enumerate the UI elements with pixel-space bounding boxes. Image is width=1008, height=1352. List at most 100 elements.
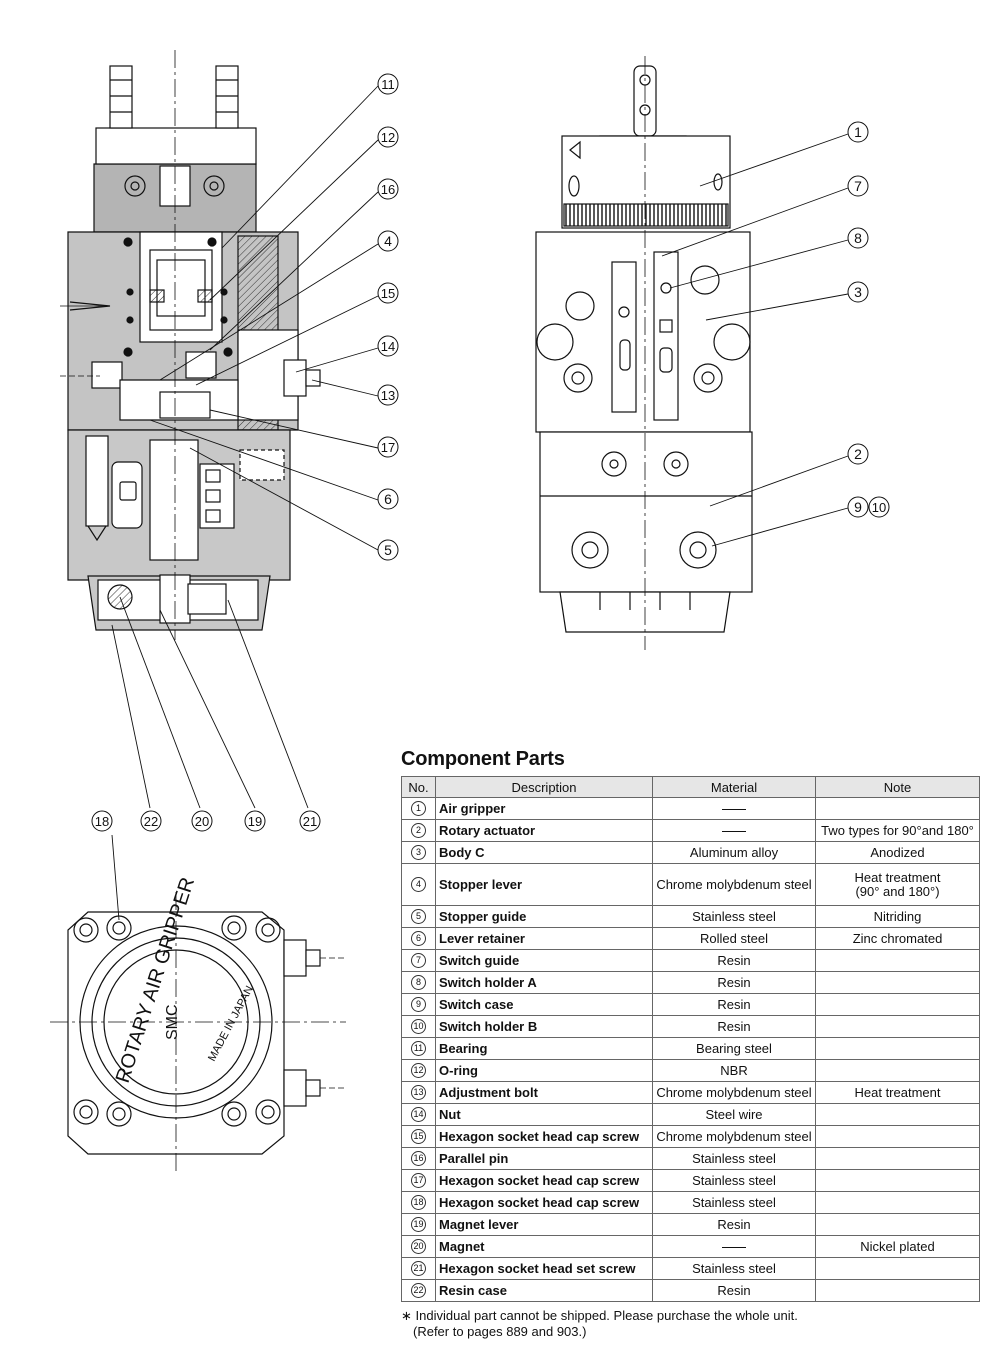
row-description: Parallel pin (435, 1147, 653, 1170)
table-header-row: No. Description Material Note (401, 776, 980, 798)
row-description: Magnet lever (435, 1213, 653, 1236)
row-material: NBR (652, 1059, 816, 1082)
row-no: 9 (401, 993, 436, 1016)
svg-text:19: 19 (248, 814, 262, 829)
row-description: Hexagon socket head set screw (435, 1257, 653, 1280)
row-number-circle: 22 (411, 1283, 426, 1299)
row-no: 4 (401, 863, 436, 906)
row-material: Chrome molybdenum steel (652, 1125, 816, 1148)
row-number-circle: 20 (411, 1239, 426, 1255)
material-dash (722, 808, 746, 810)
row-number-circle: 10 (411, 1019, 426, 1035)
section-view (60, 50, 321, 640)
row-number-circle: 9 (411, 997, 426, 1013)
svg-text:11: 11 (381, 77, 395, 92)
row-number-circle: 1 (411, 801, 426, 817)
row-no: 12 (401, 1059, 436, 1082)
callout-6: 6 (377, 488, 399, 510)
row-description: Rotary actuator (435, 819, 653, 842)
row-number-circle: 21 (411, 1261, 426, 1277)
row-description: Magnet (435, 1235, 653, 1258)
row-no: 20 (401, 1235, 436, 1258)
row-note (815, 971, 980, 994)
row-number-circle: 4 (411, 877, 426, 893)
row-note (815, 1147, 980, 1170)
row-note: Nitriding (815, 905, 980, 928)
row-material: Chrome molybdenum steel (652, 863, 816, 906)
material-dash (722, 830, 746, 832)
callout-18: 18 (91, 810, 113, 832)
bottom-view (50, 834, 346, 1172)
row-material (652, 797, 816, 820)
row-material (652, 1235, 816, 1258)
row-no: 22 (401, 1279, 436, 1302)
callout-9: 9 (847, 496, 869, 518)
svg-text:12: 12 (381, 130, 395, 145)
svg-text:10: 10 (872, 500, 886, 515)
row-number-circle: 14 (411, 1107, 426, 1123)
row-no: 18 (401, 1191, 436, 1214)
row-material: Stainless steel (652, 1169, 816, 1192)
leader-lines-side (661, 133, 849, 547)
svg-text:3: 3 (854, 284, 862, 300)
row-note: Heat treatment (815, 1081, 980, 1104)
row-material: Rolled steel (652, 927, 816, 950)
row-material: Aluminum alloy (652, 841, 816, 864)
row-number-circle: 7 (411, 953, 426, 969)
row-no: 10 (401, 1015, 436, 1038)
row-description: Hexagon socket head cap screw (435, 1169, 653, 1192)
svg-text:22: 22 (144, 814, 158, 829)
row-material: Resin (652, 993, 816, 1016)
row-material: Steel wire (652, 1103, 816, 1126)
row-no: 7 (401, 949, 436, 972)
row-note (815, 1191, 980, 1214)
svg-text:17: 17 (381, 440, 395, 455)
svg-text:7: 7 (854, 178, 862, 194)
row-material: Stainless steel (652, 1191, 816, 1214)
row-note (815, 1257, 980, 1280)
row-description: Hexagon socket head cap screw (435, 1125, 653, 1148)
row-number-circle: 8 (411, 975, 426, 991)
svg-text:13: 13 (381, 388, 395, 403)
svg-text:2: 2 (854, 446, 862, 462)
row-no: 21 (401, 1257, 436, 1280)
callout-5: 5 (377, 539, 399, 561)
row-no: 14 (401, 1103, 436, 1126)
callout-8: 8 (847, 227, 869, 249)
callout-12: 12 (377, 126, 399, 148)
footnote: ∗ Individual part cannot be shipped. Ple… (401, 1308, 979, 1340)
row-material: Resin (652, 1015, 816, 1038)
row-material: Chrome molybdenum steel (652, 1081, 816, 1104)
row-number-circle: 18 (411, 1195, 426, 1211)
callout-21: 21 (299, 810, 321, 832)
row-note (815, 1103, 980, 1126)
component-parts-section: Component Parts No. Description Material… (401, 748, 980, 1340)
row-no: 16 (401, 1147, 436, 1170)
svg-text:16: 16 (381, 182, 395, 197)
callout-1: 1 (847, 121, 869, 143)
row-material: Resin (652, 1279, 816, 1302)
svg-text:6: 6 (384, 491, 392, 507)
row-number-circle: 6 (411, 931, 426, 947)
row-number-circle: 5 (411, 909, 426, 925)
row-description: Bearing (435, 1037, 653, 1060)
row-note (815, 1015, 980, 1038)
row-material (652, 819, 816, 842)
smc-label: SMC (164, 1004, 181, 1040)
row-no: 8 (401, 971, 436, 994)
row-description: Switch case (435, 993, 653, 1016)
row-material: Resin (652, 1213, 816, 1236)
